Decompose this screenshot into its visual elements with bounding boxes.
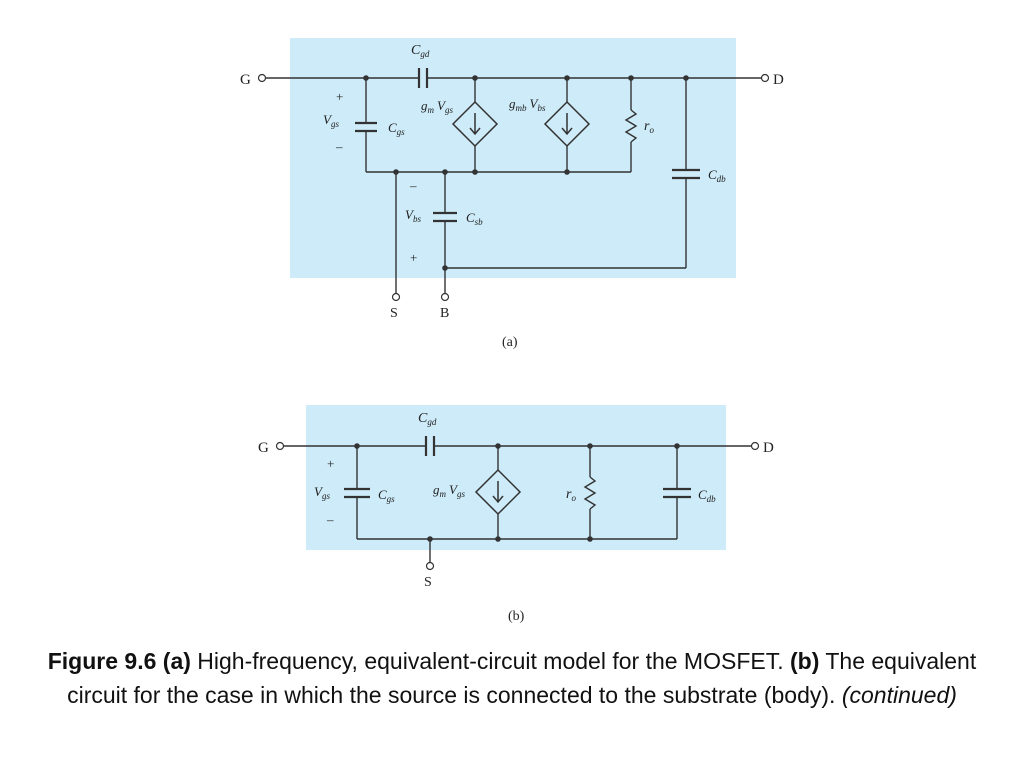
caption-continued: (continued) [841, 682, 957, 708]
source-terminal-b [425, 561, 435, 571]
vbs-minus-a: – [409, 178, 417, 193]
cgs-label-b: Cgs [378, 487, 395, 504]
body-label-a: B [440, 306, 449, 321]
drain-terminal-a [760, 73, 770, 83]
caption-part-b-text: The equivalent circuit for the case in w… [67, 648, 977, 708]
cgd-label-a: Cgd [411, 43, 430, 59]
circuit-a-panel [290, 38, 736, 278]
circuit-b-capacitor-plates [344, 436, 691, 499]
diagram-b-label: (b) [508, 609, 525, 624]
caption-part-a-tag: (a) [162, 648, 191, 674]
vgs-label-b: Vgs [314, 484, 330, 501]
vbs-label-a: Vbs [405, 207, 421, 224]
vgs-label-a: Vgs [323, 112, 339, 129]
gm-source-b [474, 468, 522, 516]
csb-label-a: Csb [466, 210, 483, 227]
source-label-b: S [424, 575, 432, 590]
gm-source-a [451, 100, 499, 148]
caption-part-a-text: High-frequency, equivalent-circuit model… [197, 648, 784, 674]
gate-terminal-b [275, 441, 285, 451]
cdb-label-b: Cdb [698, 487, 716, 504]
vgs-minus-a: – [335, 139, 343, 154]
circuit-a-capacitor-plates [355, 68, 700, 223]
circuit-b-junctions [354, 443, 680, 542]
drain-label-a: D [773, 72, 784, 88]
circuit-a-junctions [363, 75, 689, 271]
caption-figure-number: Figure 9.6 [47, 648, 157, 674]
gate-label-b: G [258, 440, 269, 456]
vbs-plus-a: + [410, 250, 417, 265]
vgs-plus-a: + [336, 89, 343, 104]
circuit-a: G D S B Cgd Cgs Csb Cdb + Vgs – – Vbs + … [240, 38, 784, 350]
gmb-source-a [543, 100, 591, 148]
body-terminal-a [440, 292, 450, 302]
circuit-b-panel [306, 405, 726, 550]
source-label-a: S [390, 306, 398, 321]
drain-terminal-b [750, 441, 760, 451]
cgs-label-a: Cgs [388, 120, 405, 137]
gate-label-a: G [240, 72, 251, 88]
figure-caption: Figure 9.6 (a) High-frequency, equivalen… [30, 644, 994, 712]
vgs-minus-b: – [326, 512, 334, 527]
cgd-label-b: Cgd [418, 411, 437, 427]
diagram-a-label: (a) [502, 335, 518, 350]
gate-terminal-a [257, 73, 267, 83]
ro-label-a: ro [644, 119, 654, 135]
caption-part-b-tag: (b) [790, 648, 820, 674]
cdb-label-a: Cdb [708, 167, 726, 184]
source-terminal-a [391, 292, 401, 302]
ro-label-b: ro [566, 487, 576, 503]
circuit-b-wires [283, 445, 752, 563]
drain-label-b: D [763, 440, 774, 456]
circuit-a-wires [265, 77, 762, 294]
circuit-figure: G D S B Cgd Cgs Csb Cdb + Vgs – – Vbs + … [240, 38, 784, 624]
vgs-plus-b: + [327, 456, 334, 471]
